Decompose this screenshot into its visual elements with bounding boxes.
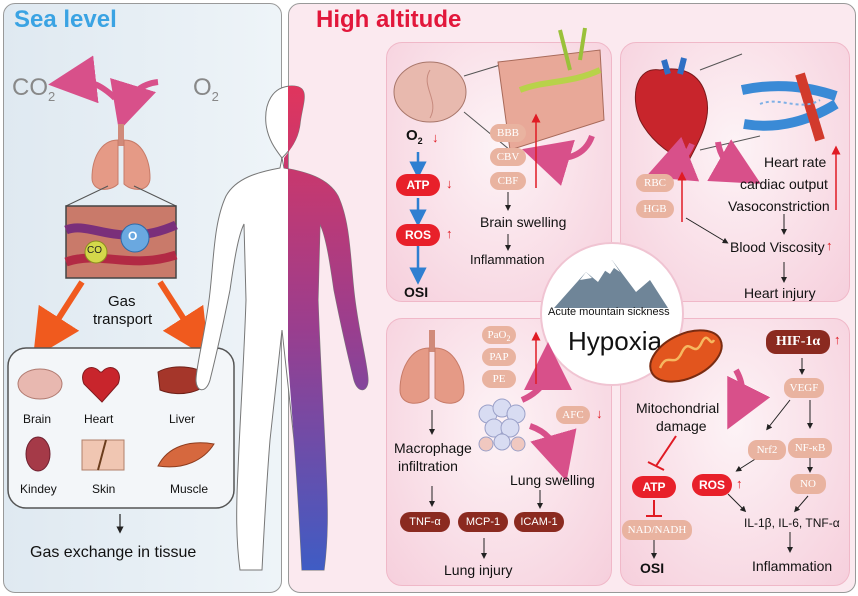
o2-down-arrow: ↓ <box>432 130 439 145</box>
gas-exchange-label: Gas exchange in tissue <box>30 544 197 561</box>
lung-injury-label: Lung injury <box>444 562 513 578</box>
alveolus-co-label: CO <box>87 245 102 256</box>
lung-pink-arrow-down <box>528 423 577 482</box>
afc-pill: AFC <box>556 406 590 424</box>
mito-ros-badge: ROS <box>692 474 732 496</box>
mito-atp-badge: ATP <box>632 476 676 498</box>
mito-damage-label-2: damage <box>656 418 707 434</box>
lung-swelling-label: Lung swelling <box>510 472 595 488</box>
mcp1-badge: MCP-1 <box>458 512 508 532</box>
lung-pink-arrow-up <box>520 342 572 403</box>
pap-pill: PAP <box>482 348 516 366</box>
nfkb-pill: NF-κB <box>788 438 832 458</box>
brain-o2-label: O2 <box>406 127 423 146</box>
mito-osi-label: OSI <box>640 560 665 576</box>
lung-anatomy-icon <box>399 330 465 404</box>
o2-in-arrow <box>110 77 159 131</box>
hif1a-badge: HIF-1α <box>766 330 830 354</box>
pe-pill: PE <box>482 370 516 388</box>
afc-down-arrow: ↓ <box>596 406 603 421</box>
organ-label-muscle: Muscle <box>170 482 209 496</box>
icam1-badge: ICAM-1 <box>514 512 564 532</box>
transport-arrow-right <box>157 280 209 359</box>
no-pill: NO <box>790 474 826 494</box>
brain-osi-label: OSI <box>404 284 429 300</box>
hif-up-arrow: ↑ <box>834 332 841 347</box>
organ-label-heart: Heart <box>84 412 114 426</box>
vegf-pill: VEGF <box>784 378 824 398</box>
acute-mountain-sickness-label: Acute mountain sickness <box>548 306 670 318</box>
kidney-icon <box>25 436 51 472</box>
cbf-pill: CBF <box>490 172 526 190</box>
transport-label-2: transport <box>93 311 153 328</box>
skin-icon <box>81 439 125 471</box>
high-altitude-title: High altitude <box>316 6 462 33</box>
brain-icon <box>17 368 63 400</box>
atp-down-arrow: ↓ <box>446 176 453 191</box>
cardiac-output-label: cardiac output <box>740 176 828 192</box>
mountain-icon <box>554 260 668 308</box>
macrophage-label-1: Macrophage <box>394 440 472 456</box>
mitochondrion-icon <box>649 329 723 383</box>
heart-pink-arrow-right <box>707 139 761 184</box>
tnf-alpha-badge: TNF-α <box>400 512 450 532</box>
brain-ros-badge: ROS <box>396 224 440 246</box>
ros-up-arrow: ↑ <box>446 226 453 241</box>
mito-ros-up-arrow: ↑ <box>736 476 743 491</box>
heart-rate-label: Heart rate <box>764 154 827 170</box>
hypoxia-label: Hypoxia <box>568 326 662 356</box>
heart-injury-label: Heart injury <box>744 285 816 301</box>
o2-label: O2 <box>193 74 219 104</box>
hgb-pill: HGB <box>636 200 674 218</box>
organ-label-kidney: Kindey <box>20 482 57 496</box>
vasoconstriction-label: Vasoconstriction <box>728 198 830 214</box>
bbb-pill: BBB <box>490 124 526 142</box>
sea-level-title: Sea level <box>14 6 117 33</box>
heart-pink-arrow-left <box>645 136 700 182</box>
brain-atp-badge: ATP <box>396 174 440 196</box>
muscle-icon <box>157 442 215 468</box>
pao2-pill: PaO2 <box>482 326 516 344</box>
organ-label-liver: Liver <box>169 412 196 426</box>
transport-label-1: Gas <box>108 293 136 310</box>
mito-inflammation-label: Inflammation <box>752 558 833 574</box>
nrf2-pill: Nrf2 <box>748 440 786 460</box>
blood-vessel-icon <box>740 81 839 131</box>
interleukins-label: IL-1β, IL-6, TNF-α <box>744 516 840 530</box>
transport-arrow-left <box>33 280 85 359</box>
macrophage-label-2: infiltration <box>398 458 458 474</box>
brain-swelling-label: Brain swelling <box>480 214 567 230</box>
nad-nadh-pill: NAD/NADH <box>622 520 692 540</box>
alveoli-icon <box>478 398 526 452</box>
lungs-icon <box>91 124 151 190</box>
brain-pink-arrow <box>522 134 595 186</box>
organ-label-brain: Brain <box>23 412 52 426</box>
alveolus-zoom-icon <box>65 205 177 279</box>
mito-pink-arrow <box>727 368 771 430</box>
organ-label-skin: Skin <box>92 482 116 496</box>
alveolus-o2-label: O <box>128 229 138 243</box>
blood-viscosity-label: Blood Viscosity <box>730 239 825 255</box>
cbv-pill: CBV <box>490 148 526 166</box>
brain-inflammation-label: Inflammation <box>470 252 545 267</box>
viscosity-up-arrow: ↑ <box>826 238 833 253</box>
rbc-pill: RBC <box>636 174 674 192</box>
heart-icon <box>82 367 120 403</box>
mito-damage-label-1: Mitochondrial <box>636 400 720 416</box>
